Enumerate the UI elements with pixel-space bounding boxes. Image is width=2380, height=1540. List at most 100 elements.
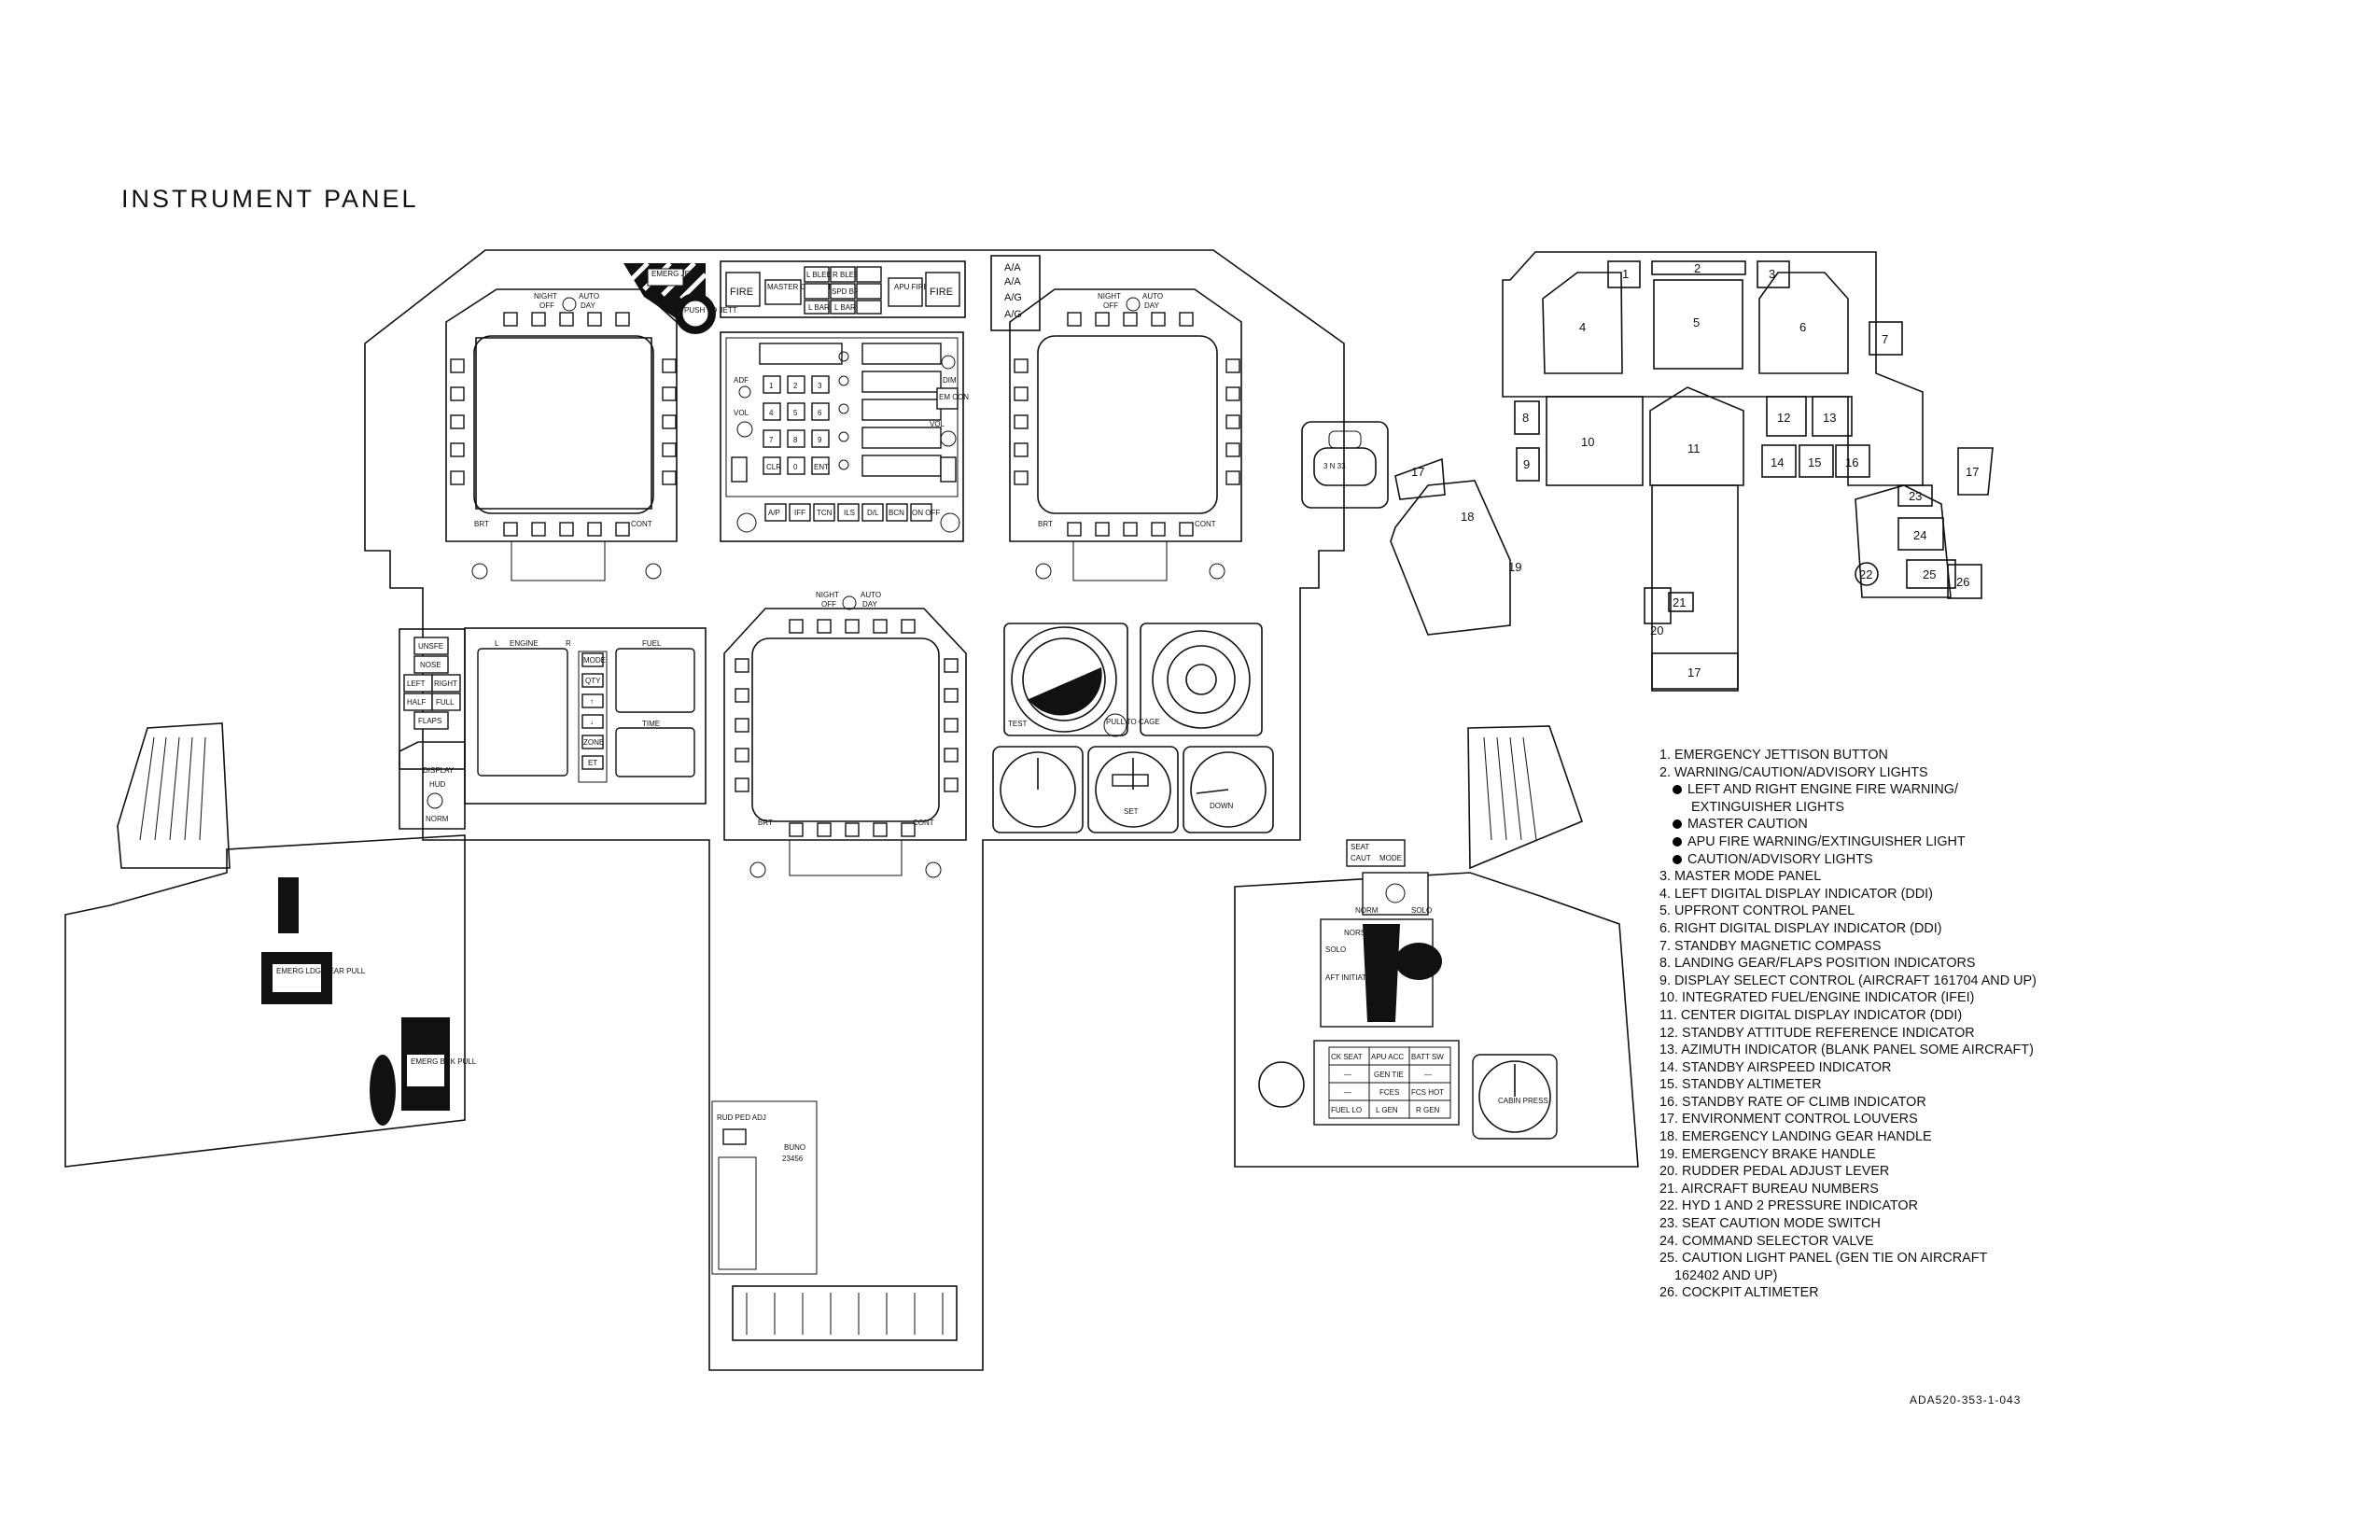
apu-fire-light[interactable] (888, 277, 923, 307)
rudder-pedal-area: RUD PED ADJ BUNO 23456 (711, 1100, 958, 1341)
legend-item: 20. RUDDER PEDAL ADJUST LEVER (1659, 1163, 2037, 1181)
legend-item: 19. EMERGENCY BRAKE HANDLE (1659, 1146, 2037, 1164)
ifei-et-button[interactable]: ET (588, 759, 597, 767)
legend-item: 26. COCKPIT ALTIMETER (1659, 1284, 2037, 1302)
ifei-zone-button[interactable]: ZONE (583, 738, 604, 747)
key-9[interactable]: 9 (818, 436, 822, 444)
legend-item: EXTINGUISHER LIGHTS (1659, 799, 2037, 817)
cl-r-gen: R GEN (1416, 1106, 1440, 1114)
ifei-down-button[interactable]: ↓ (590, 718, 594, 726)
right-ddi-night-label: NIGHT (1098, 292, 1121, 301)
legend-item: 16. STANDBY RATE OF CLIMB INDICATOR (1659, 1094, 2037, 1112)
r-bleed-label: R BLEED (833, 271, 864, 279)
norm-label: NORM (426, 815, 449, 823)
key-3[interactable]: 3 (818, 382, 822, 390)
right-console: SEAT CAUT MODE NORM SOLO SOLO NORS AFT I… (1234, 839, 1639, 1168)
legend-item-text: 16. STANDBY RATE OF CLIMB INDICATOR (1659, 1094, 1926, 1110)
seat-caution-mode-switch[interactable]: SEAT CAUT MODE NORM SOLO (1346, 839, 1432, 916)
emergency-landing-gear-handle[interactable]: EMERG LDG GEAR PULL (261, 877, 366, 1004)
ifei-l-label: L (495, 639, 499, 648)
legend-item: CAUTION/ADVISORY LIGHTS (1659, 851, 2037, 869)
key-4[interactable]: 4 (769, 409, 774, 417)
rudder-pedal-adjust-lever[interactable] (722, 1128, 747, 1145)
command-selector-valve[interactable]: SOLO NORS AFT INITIATE (1320, 918, 1442, 1028)
attitude-test-label: TEST (1008, 720, 1028, 728)
key-5[interactable]: 5 (793, 409, 798, 417)
pull-to-cage-label: PULL TO CAGE (1106, 718, 1160, 726)
legend-item-text: 9. DISPLAY SELECT CONTROL (AIRCRAFT 1617… (1659, 973, 2037, 988)
master-mode-aa-2[interactable]: A/A (1004, 276, 1021, 287)
left-fire-label: FIRE (730, 287, 753, 298)
right-fire-light[interactable] (925, 272, 960, 307)
ifei-up-button[interactable]: ↑ (590, 697, 594, 706)
gear-left: LEFT (407, 679, 426, 688)
dim-label: DIM (943, 376, 957, 385)
ufc-onoff-button[interactable]: ON OFF (912, 509, 940, 517)
right-ddi: NIGHT OFF AUTO DAY BRT CONT (1009, 288, 1242, 581)
index-17-bottom: 17 (1687, 665, 1701, 679)
ufc-iff-button[interactable]: IFF (794, 509, 805, 517)
ifei-r-label: R (566, 639, 571, 648)
legend-item-text: 12. STANDBY ATTITUDE REFERENCE INDICATOR (1659, 1025, 1975, 1041)
legend-item-text: 10. INTEGRATED FUEL/ENGINE INDICATOR (IF… (1659, 990, 1975, 1006)
index-7: 7 (1882, 332, 1888, 346)
key-7[interactable]: 7 (769, 436, 774, 444)
key-clr[interactable]: CLR (766, 463, 781, 471)
warning-caution-lights-panel: FIRE MASTER CAUTION L BLEED R BLEED SPD … (720, 260, 966, 318)
vsi-down-label: DOWN (1210, 802, 1234, 810)
switch-norm-label: NORM (1355, 906, 1379, 915)
rud-ped-adj-label: RUD PED ADJ (717, 1113, 766, 1122)
key-8[interactable]: 8 (793, 436, 798, 444)
left-fire-light[interactable] (725, 272, 761, 307)
cl-fcs-hot: FCS HOT (1411, 1088, 1444, 1097)
display-label: DISPLAY (423, 766, 455, 775)
legend-item: 14. STANDBY AIRSPEED INDICATOR (1659, 1059, 2037, 1077)
left-console: EMERG LDG GEAR PULL EMERG BRK PULL (64, 834, 477, 1168)
ifei-qty-button[interactable]: QTY (585, 677, 601, 685)
center-ddi-brt-label: BRT (758, 819, 773, 827)
index-11: 11 (1687, 441, 1701, 455)
legend-item: 2. WARNING/CAUTION/ADVISORY LIGHTS (1659, 764, 2037, 782)
index-9: 9 (1523, 457, 1530, 471)
index-21: 21 (1673, 595, 1686, 609)
index-20: 20 (1650, 623, 1663, 637)
cl-fuel-lo: FUEL LO (1331, 1106, 1362, 1114)
ufc-bcn-button[interactable]: BCN (889, 509, 904, 517)
key-ent[interactable]: ENT (814, 463, 829, 471)
upfront-control-panel: 1 2 3 4 5 6 7 8 9 CLR 0 ENT ADF VOL DIM … (720, 331, 969, 542)
index-12: 12 (1777, 411, 1790, 425)
key-0[interactable]: 0 (793, 463, 798, 471)
right-louver (1467, 725, 1584, 870)
adf-label: ADF (734, 376, 749, 385)
ufc-vol-right-label: VOL (930, 420, 945, 428)
hud-label: HUD (429, 780, 446, 789)
cl-fces: FCES (1379, 1088, 1399, 1097)
left-ddi-off-label: OFF (539, 301, 554, 310)
ufc-ap-button[interactable]: A/P (768, 509, 780, 517)
center-ddi-cont-label: CONT (913, 819, 934, 827)
ufc-dl-button[interactable]: D/L (867, 509, 879, 517)
ufc-tcn-button[interactable]: TCN (817, 509, 833, 517)
master-caution-light[interactable] (764, 279, 802, 305)
ifei-mode-button[interactable]: MODE (583, 656, 606, 665)
legend-item-text: 7. STANDBY MAGNETIC COMPASS (1659, 938, 1882, 954)
standby-magnetic-compass: 3 N 33 (1301, 421, 1389, 509)
selector-nors-label: NORS (1344, 929, 1365, 937)
legend-item-text: MASTER CAUTION (1687, 817, 1808, 833)
landing-gear-flaps-indicators: UNSFE NOSE LEFT RIGHT HALF FULL FLAPS (399, 628, 466, 770)
emergency-jettison-button[interactable]: EMERG JETT PUSH TO JETT (623, 261, 737, 334)
bullet-icon (1673, 854, 1682, 864)
ufc-ils-button[interactable]: ILS (844, 509, 855, 517)
emergency-brake-handle[interactable]: EMERG BRK PULL (370, 1017, 477, 1126)
right-fire-label: FIRE (930, 287, 953, 298)
key-2[interactable]: 2 (793, 382, 798, 390)
master-mode-ag-1[interactable]: A/G (1004, 292, 1022, 303)
key-1[interactable]: 1 (769, 382, 774, 390)
master-mode-aa-1[interactable]: A/A (1004, 262, 1021, 273)
legend-item: 8. LANDING GEAR/FLAPS POSITION INDICATOR… (1659, 955, 2037, 973)
display-select-control[interactable]: DISPLAY HUD NORM (399, 741, 466, 830)
key-6[interactable]: 6 (818, 409, 822, 417)
legend-item-text: 162402 AND UP) (1674, 1267, 1778, 1283)
hyd-pressure-indicator (1258, 1061, 1305, 1108)
